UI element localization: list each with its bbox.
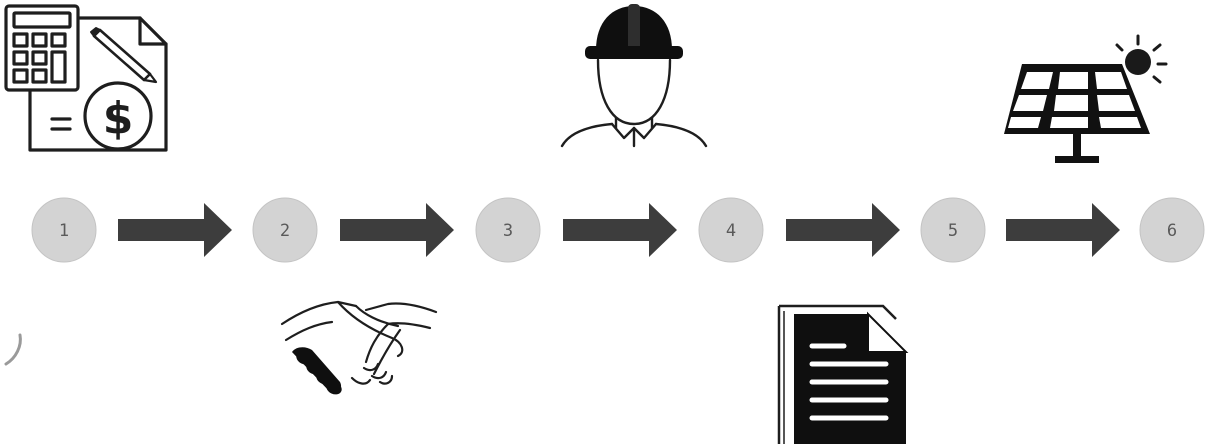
- document-icon: [777, 304, 909, 444]
- step-number: 5: [948, 221, 958, 241]
- step-number: 1: [59, 221, 69, 241]
- step-circle-1: 1: [31, 197, 97, 263]
- step-circle-6: 6: [1139, 197, 1205, 263]
- flow-arrow-5-6: [1006, 203, 1120, 257]
- handshake-icon: [280, 300, 438, 395]
- solar-panel-icon: [1004, 34, 1168, 163]
- flow-arrow-1-2: [118, 203, 232, 257]
- step-number: 2: [280, 221, 290, 241]
- engineer-hardhat-icon: [560, 4, 708, 148]
- edge-curve-mark: [4, 333, 22, 366]
- dollar-sign-glyph: $: [103, 93, 134, 144]
- flow-row: 1 2 3 4 5 6: [31, 197, 1205, 263]
- calculator-dollar-icon: [4, 4, 168, 152]
- flow-arrow-3-4: [563, 203, 677, 257]
- flow-arrow-4-5: [786, 203, 900, 257]
- flow-arrow-2-3: [340, 203, 454, 257]
- step-number: 6: [1167, 221, 1177, 241]
- step-circle-4: 4: [698, 197, 764, 263]
- step-number: 3: [503, 221, 513, 241]
- step-circle-3: 3: [475, 197, 541, 263]
- step-circle-5: 5: [920, 197, 986, 263]
- step-circle-2: 2: [252, 197, 318, 263]
- step-number: 4: [726, 221, 736, 241]
